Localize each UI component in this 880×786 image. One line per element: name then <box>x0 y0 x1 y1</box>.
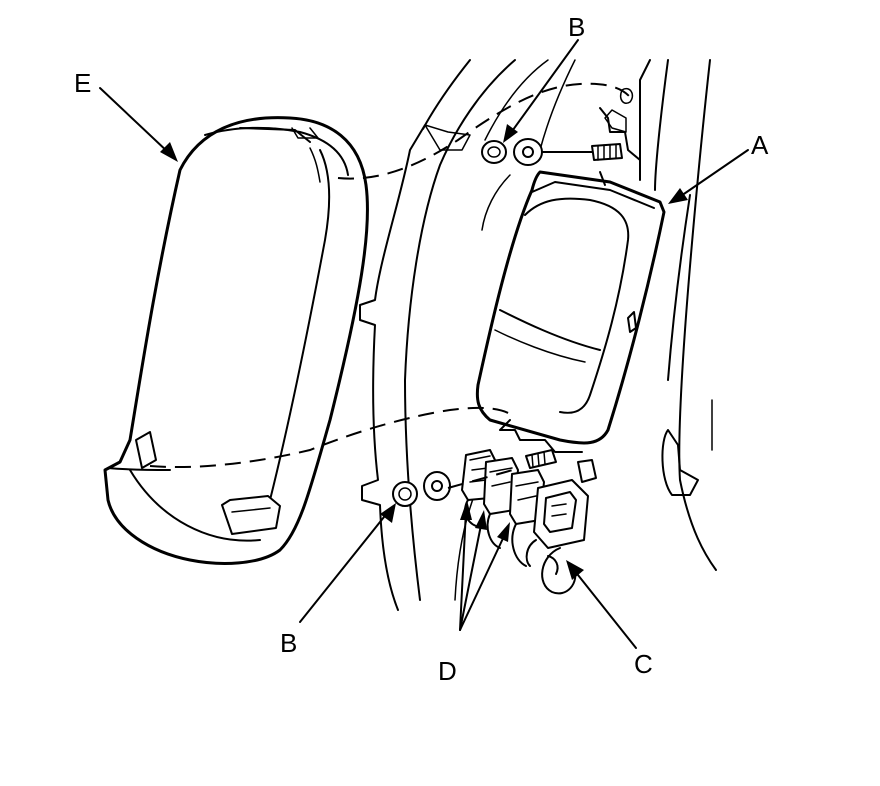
connector-c <box>525 479 589 595</box>
label-a: A <box>751 130 769 160</box>
assembly-lines <box>149 82 633 489</box>
leader-lines <box>99 39 749 649</box>
unit-a <box>475 107 666 483</box>
fasteners-top <box>481 138 623 166</box>
label-d: D <box>438 656 457 686</box>
body-panel <box>359 59 717 611</box>
cover-e <box>103 116 369 565</box>
fasteners-bottom <box>392 449 557 507</box>
label-e: E <box>74 68 91 98</box>
label-b-top: B <box>568 12 585 42</box>
label-b-bottom: B <box>280 628 297 658</box>
label-c: C <box>634 649 653 679</box>
